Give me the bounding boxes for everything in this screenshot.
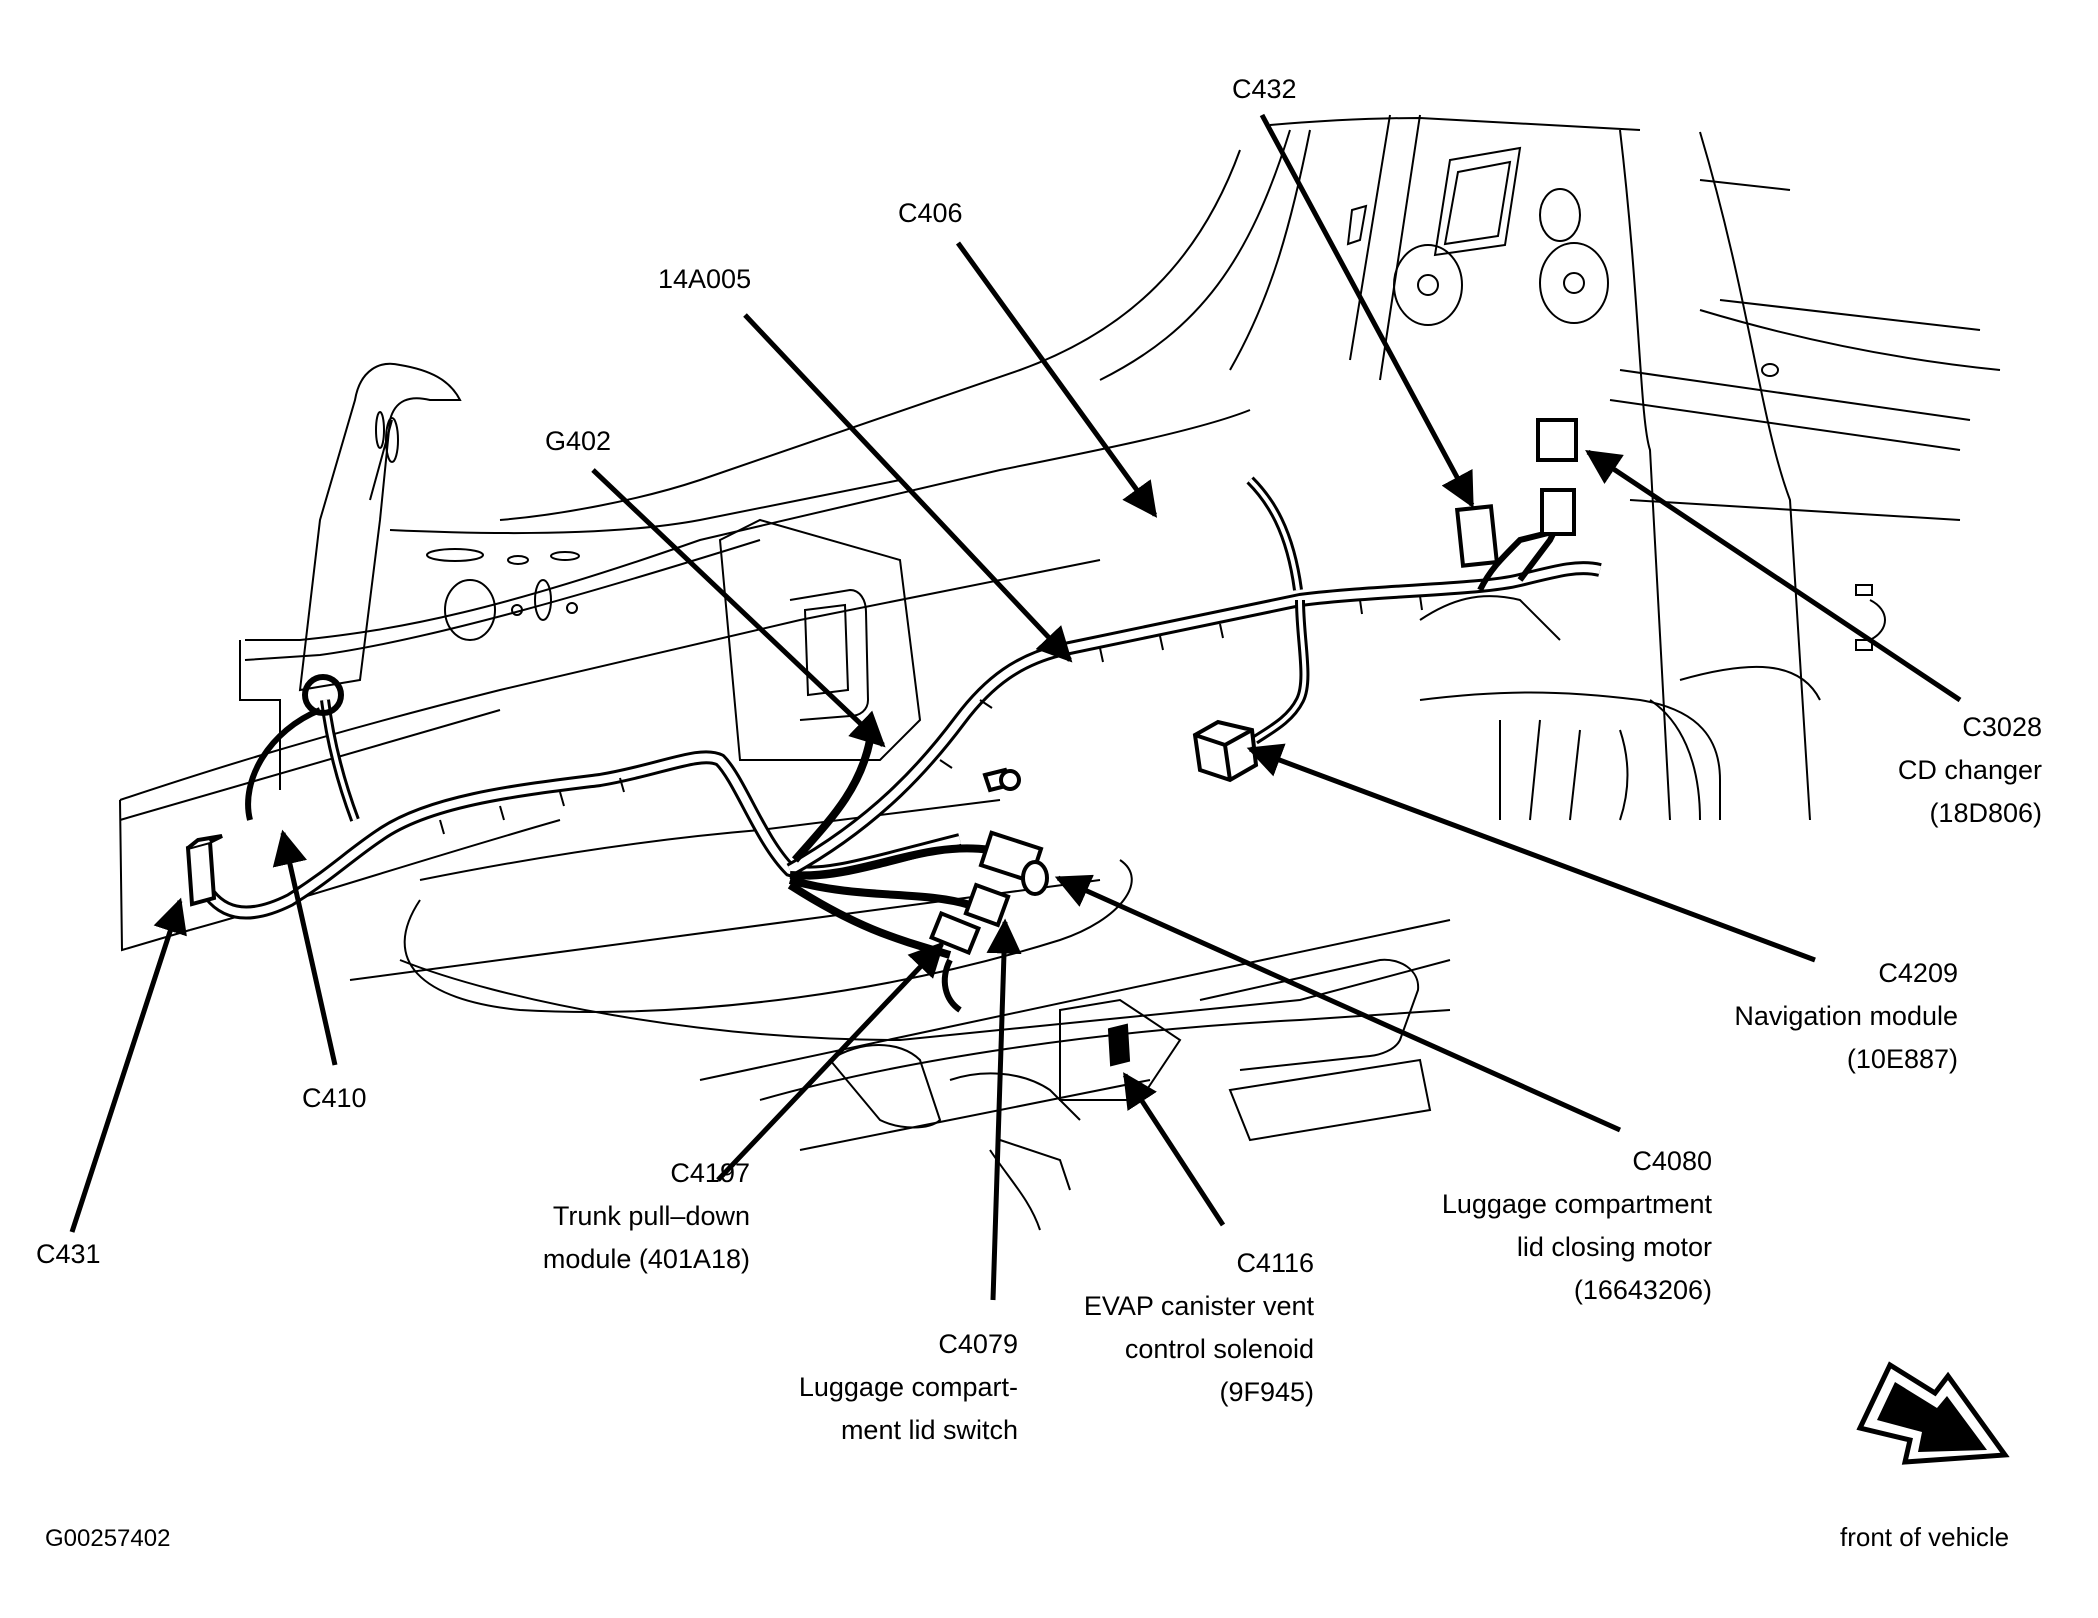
callout-c4197: C4197 Trunk pull–down module (401A18) <box>543 1152 750 1281</box>
wiring-harness-14A005 <box>204 476 1602 1013</box>
leader-g402 <box>591 468 886 748</box>
leader-c410 <box>272 829 338 1066</box>
callout-description: ment lid switch <box>840 1415 1018 1445</box>
connector-c3028-lower <box>1540 488 1576 536</box>
rear-access-panel <box>1433 146 1522 257</box>
callout-code: C4209 <box>1878 958 1958 988</box>
callout-description: control solenoid <box>1124 1334 1314 1364</box>
leader-c3028 <box>1585 449 1962 703</box>
connector-c431 <box>185 839 217 907</box>
callout-part-number: (18D806) <box>1929 798 2042 828</box>
callout-description: lid closing motor <box>1516 1232 1712 1262</box>
callout-part-number: (9F945) <box>1219 1377 1314 1407</box>
callout-c431: C431 <box>36 1233 101 1276</box>
connector-c432 <box>1454 504 1500 568</box>
connector-c4079 <box>963 882 1011 928</box>
callout-code: C432 <box>1232 74 1297 104</box>
callout-c4116: C4116 EVAP canister vent control solenoi… <box>1084 1242 1314 1414</box>
leader-lines <box>69 113 1962 1301</box>
vehicle-body-outline <box>119 114 2001 1231</box>
speaker-right <box>1539 242 1609 324</box>
callout-part-number: (16643206) <box>1573 1275 1712 1305</box>
callout-code: G402 <box>545 426 612 456</box>
leader-c432 <box>1259 113 1475 509</box>
connector-c4197 <box>928 910 982 956</box>
callout-code: C4116 <box>1236 1248 1314 1278</box>
callout-description: EVAP canister vent <box>1083 1291 1314 1321</box>
grommet <box>302 674 344 716</box>
connectors <box>185 418 1578 1067</box>
callout-description: Luggage compart- <box>798 1372 1018 1402</box>
callout-c410: C410 <box>302 1077 367 1120</box>
front-direction-arrow-icon <box>1856 1361 2010 1465</box>
callout-c3028: C3028 CD changer (18D806) <box>1898 706 2042 835</box>
spare-tire-well <box>403 859 1133 1013</box>
callout-code: C4080 <box>1632 1146 1712 1176</box>
callout-part-number: (10E887) <box>1846 1044 1958 1074</box>
callout-description: Trunk pull–down <box>552 1201 750 1231</box>
leader-c4116 <box>1122 1072 1226 1227</box>
callout-c432: C432 <box>1232 68 1297 111</box>
callout-description: Navigation module <box>1734 1001 1958 1031</box>
callout-code: C406 <box>898 198 963 228</box>
leader-c431 <box>69 897 187 1233</box>
callout-description: module (401A18) <box>542 1244 750 1274</box>
callout-code: 14A005 <box>658 264 752 294</box>
callout-description: CD changer <box>1897 755 2042 785</box>
connector-c4116 <box>1107 1023 1131 1067</box>
callout-c4079: C4079 Luggage compart- ment lid switch <box>799 1323 1018 1452</box>
front-of-vehicle-label: front of vehicle <box>1840 1522 2010 1552</box>
callout-description: Luggage compartment <box>1441 1189 1712 1219</box>
callout-code: C410 <box>302 1083 367 1113</box>
callout-code: C431 <box>36 1239 101 1269</box>
leader-c4080 <box>1054 874 1622 1133</box>
leader-c4209 <box>1246 743 1816 963</box>
connector-c3028-upper <box>1536 418 1578 462</box>
callout-14a005: 14A005 <box>658 258 751 301</box>
figure-id: G00257402 <box>45 1525 171 1552</box>
callout-c4080: C4080 Luggage compartment lid closing mo… <box>1442 1140 1712 1312</box>
callout-c4209: C4209 Navigation module (10E887) <box>1734 952 1958 1081</box>
leader-c4197 <box>716 941 945 1182</box>
callout-g402: G402 <box>545 420 611 463</box>
callout-code: C4079 <box>938 1329 1018 1359</box>
speaker-left <box>1393 244 1463 326</box>
callout-code: C4197 <box>670 1158 750 1188</box>
leader-c406 <box>955 241 1158 518</box>
callout-code: C3028 <box>1962 712 2042 742</box>
leader-14A005 <box>743 313 1073 663</box>
leader-c4079 <box>986 918 1022 1301</box>
callout-c406: C406 <box>898 192 963 235</box>
